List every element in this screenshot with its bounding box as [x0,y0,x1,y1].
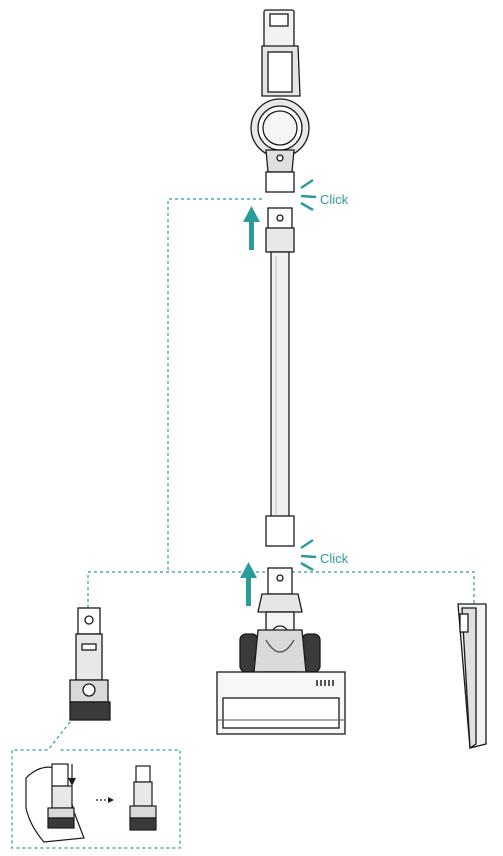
vent-grille [316,680,334,686]
click-label-top: Click [320,192,349,207]
motorized-floor-brush-icon [216,567,346,735]
brush-bristles [69,701,111,721]
connector-top [167,198,262,572]
handheld-vacuum-body-icon [250,9,310,193]
click-label-bottom: Click [320,551,349,566]
dusting-brush-icon [69,607,111,721]
extension-tube-icon [265,207,295,547]
click-indicator-bottom: Click [300,538,349,572]
click-spark-icon [300,178,317,212]
click-spark-icon [300,538,317,572]
handheld-inlet [265,171,295,193]
connector-brush-inset [11,721,181,849]
brush-release-illustration [25,763,157,843]
arrow-up-icon [240,562,257,606]
click-indicator-top: Click [300,178,349,212]
tube-bottom-end [265,515,295,547]
brush-bristles-inset [129,817,157,831]
crevice-tool-icon [457,603,487,750]
tube-shaft [270,251,290,519]
arrow-up-icon [243,206,260,250]
connector-lines [11,198,475,849]
